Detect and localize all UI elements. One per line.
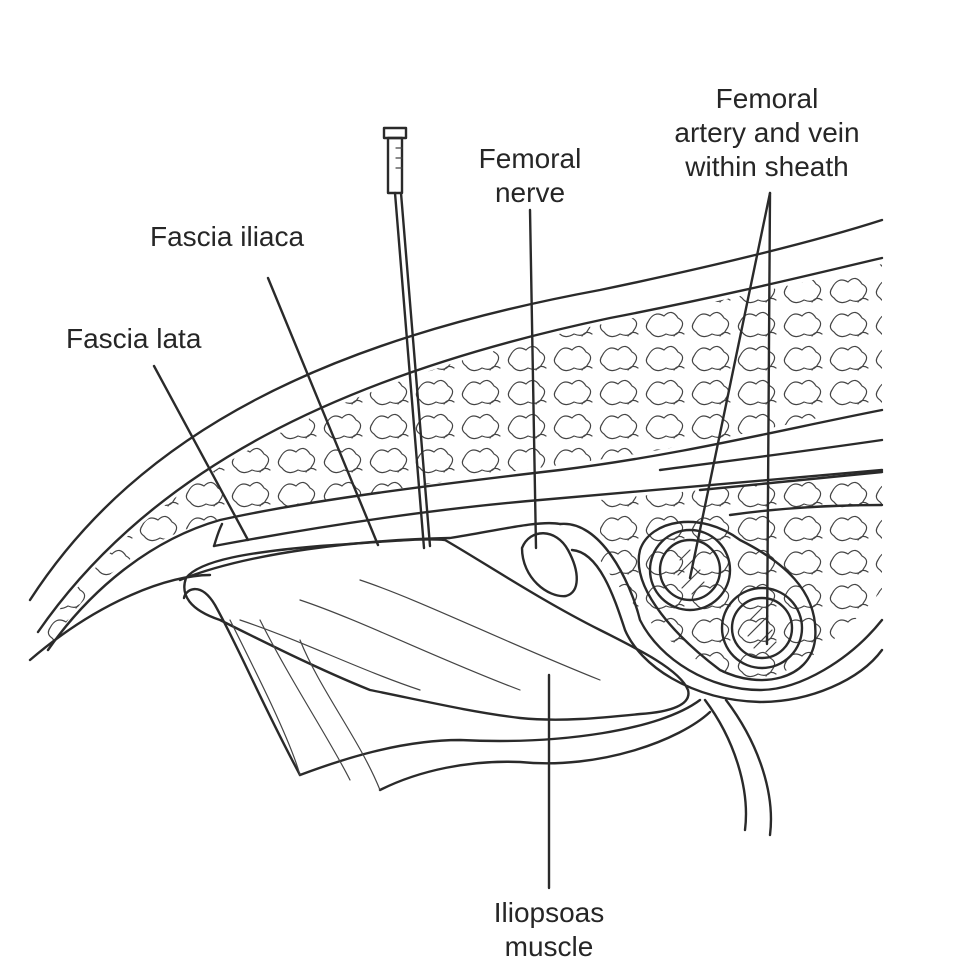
femoral-vein (720, 586, 804, 670)
label-femoral-vessels-line-3: within sheath (685, 151, 849, 182)
skin-inner (36, 256, 884, 634)
label-femoral-nerve: Femoral nerve (460, 142, 600, 210)
label-femoral-nerve-line-2: nerve (494, 177, 566, 208)
needle (382, 126, 432, 550)
fascia-iliaca-line (178, 521, 562, 582)
label-iliopsoas-line-1: Iliopsoas (493, 897, 605, 928)
leader-femoral-vessels-a (688, 191, 772, 580)
label-femoral-vessels-line-2: artery and vein (674, 117, 860, 148)
leader-fascia-iliaca (266, 276, 380, 547)
label-fascia-iliaca: Fascia iliaca (150, 221, 305, 252)
skin-outer (28, 218, 884, 602)
label-femoral-nerve-line-1: Femoral (478, 143, 582, 174)
label-iliopsoas-line-2: muscle (504, 931, 594, 962)
femoral-artery (648, 528, 732, 612)
subcutaneous-fat (40, 264, 882, 650)
label-femoral-vessels-line-1: Femoral (715, 83, 819, 114)
label-fascia-lata: Fascia lata (66, 323, 202, 354)
leader-femoral-nerve (528, 208, 538, 550)
leader-femoral-vessels-b (765, 191, 772, 646)
label-femoral-vessels: Femoral artery and vein within sheath (662, 82, 872, 184)
label-iliopsoas: Iliopsoas muscle (474, 896, 624, 964)
femoral-nerve (520, 532, 578, 598)
vascular-sheath (637, 520, 817, 682)
fascia-lata-line (46, 408, 884, 652)
leader-fascia-lata (152, 364, 250, 542)
